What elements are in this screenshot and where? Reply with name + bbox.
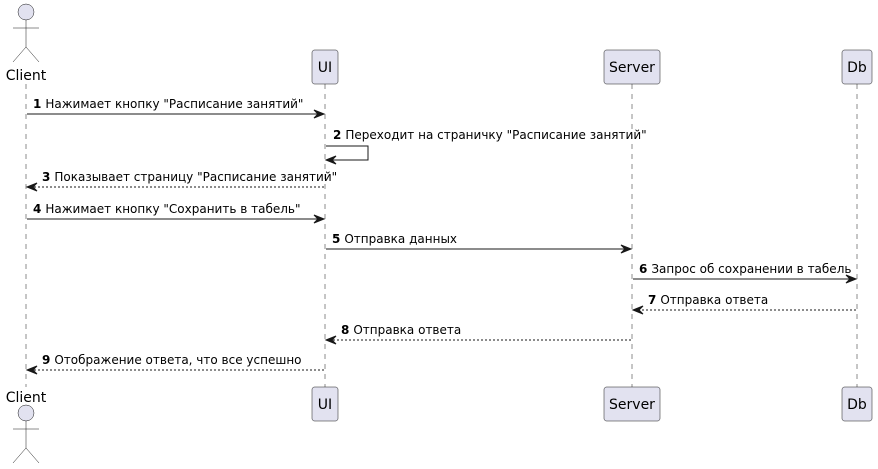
arrowhead-5 [620, 244, 633, 254]
message-number: 6 [639, 262, 647, 276]
message-number: 5 [332, 232, 340, 246]
participant-box-top-db [841, 49, 873, 85]
message-text: Переходит на страничку "Расписание занят… [345, 128, 646, 142]
participant-label-top-client: Client [6, 68, 47, 84]
arrowhead-9 [25, 365, 38, 375]
message-text: Нажимает кнопку "Сохранить в табель" [45, 202, 300, 216]
message-label-9: 9 Отображение ответа, что все успешно [42, 353, 302, 367]
participant-label-bottom-db: Db [847, 397, 867, 413]
participant-label-top-db: Db [847, 60, 867, 76]
message-label-6: 6 Запрос об сохранении в табель [639, 262, 851, 276]
arrowhead-3 [25, 182, 38, 192]
message-number: 3 [42, 170, 50, 184]
message-arrow-2 [326, 145, 369, 161]
participant-box-top-ui [311, 49, 339, 85]
message-label-5: 5 Отправка данных [332, 232, 457, 246]
participant-label-bottom-server: Server [609, 397, 655, 413]
participant-label-bottom-ui: UI [318, 397, 332, 413]
participant-label-top-server: Server [609, 60, 655, 76]
message-text: Отправка ответа [660, 293, 768, 307]
message-number: 1 [33, 97, 41, 111]
participant-label-top-ui: UI [318, 60, 332, 76]
arrowhead-8 [324, 335, 337, 345]
participant-box-bottom-db [841, 386, 873, 422]
arrowhead-4 [313, 214, 326, 224]
message-number: 8 [341, 323, 349, 337]
message-number: 4 [33, 202, 41, 216]
message-number: 2 [333, 128, 341, 142]
participant-box-top-server [603, 49, 661, 85]
message-text: Запрос об сохранении в табель [651, 262, 851, 276]
message-label-3: 3 Показывает страницу "Расписание занятий… [42, 170, 337, 184]
participant-box-bottom-server [603, 386, 661, 422]
participant-box-bottom-ui [311, 386, 339, 422]
participant-label-bottom-client: Client [6, 390, 47, 406]
message-text: Отображение ответа, что все успешно [54, 353, 301, 367]
message-label-8: 8 Отправка ответа [341, 323, 461, 337]
arrowhead-2 [324, 155, 337, 165]
message-text: Нажимает кнопку "Расписание занятий" [45, 97, 303, 111]
actor-head-icon [17, 3, 35, 21]
actor-right-leg [25, 46, 40, 63]
message-text: Отправка данных [344, 232, 457, 246]
message-label-2: 2 Переходит на страничку "Расписание заня… [333, 128, 647, 142]
message-text: Показывает страницу "Расписание занятий" [54, 170, 337, 184]
message-number: 7 [648, 293, 656, 307]
actor-left-leg [12, 46, 27, 63]
actor-right-leg [25, 447, 40, 464]
message-label-7: 7 Отправка ответа [648, 293, 768, 307]
actor-head-icon [17, 404, 35, 422]
arrowhead-7 [631, 305, 644, 315]
message-text: Отправка ответа [353, 323, 461, 337]
message-label-1: 1 Нажимает кнопку "Расписание занятий" [33, 97, 303, 111]
arrowhead-1 [313, 109, 326, 119]
arrowhead-6 [845, 274, 858, 284]
message-number: 9 [42, 353, 50, 367]
message-label-4: 4 Нажимает кнопку "Сохранить в табель" [33, 202, 301, 216]
actor-left-leg [12, 447, 27, 464]
